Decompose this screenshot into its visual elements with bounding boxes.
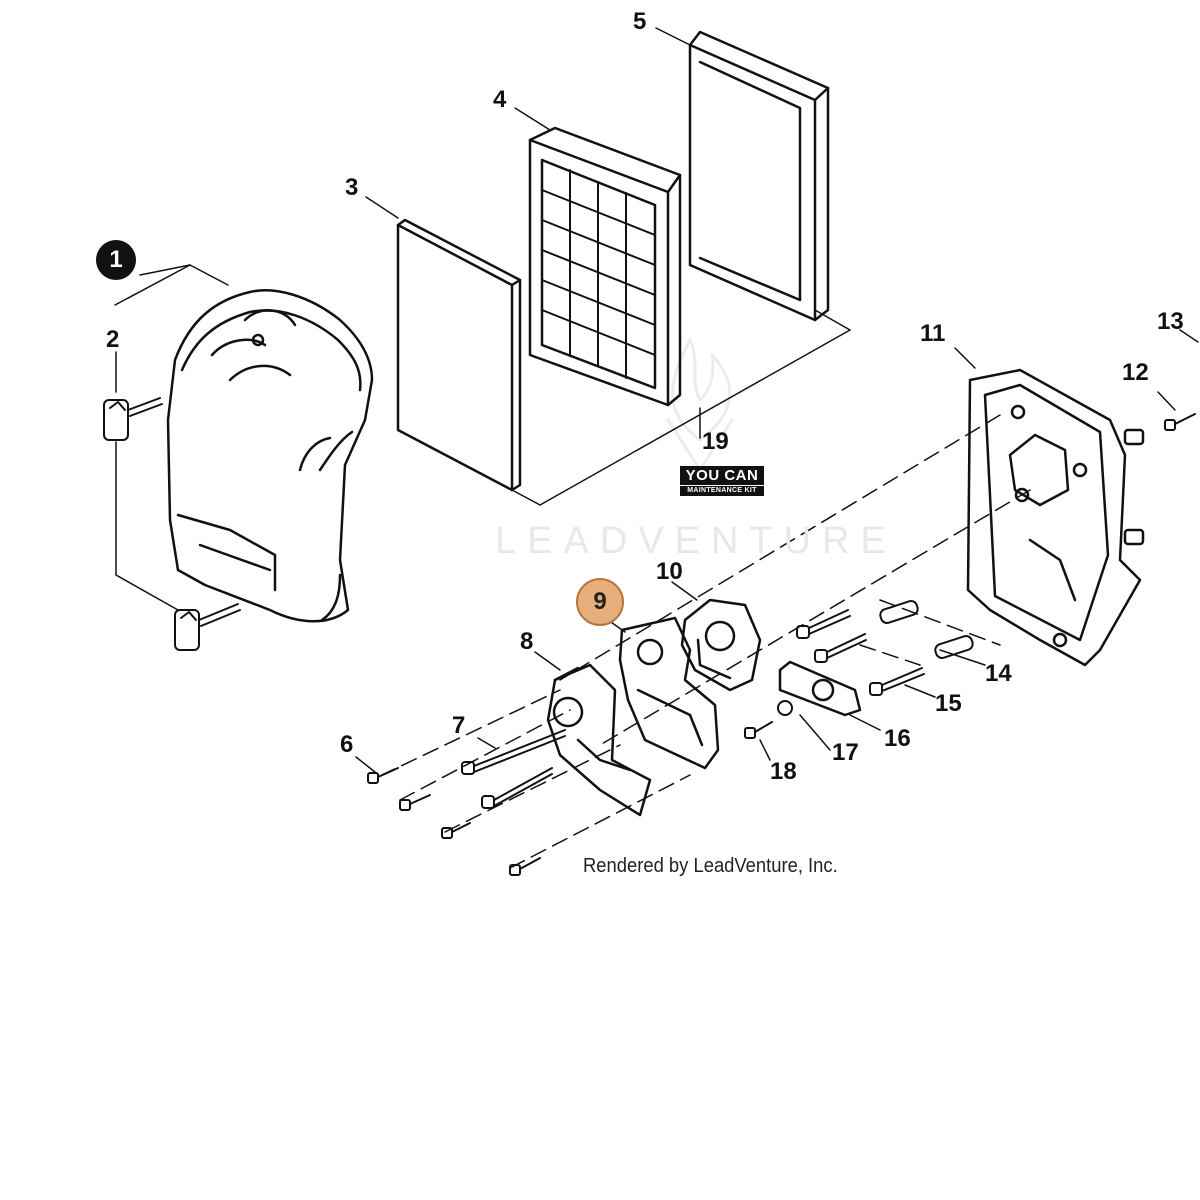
short-screws — [367, 767, 541, 876]
gasket — [618, 616, 720, 770]
callout-15: 15 — [935, 690, 962, 717]
leader-lines — [114, 27, 1199, 773]
callout-9-badge-highlighted: 9 — [576, 578, 624, 626]
callout-9-label: 9 — [593, 588, 607, 615]
seal — [680, 598, 762, 692]
screw-18 — [744, 721, 773, 739]
watermark: LEADVENTURE — [495, 520, 897, 562]
callout-1-label: 1 — [109, 246, 123, 273]
callout-8: 8 — [520, 628, 534, 655]
callout-18: 18 — [770, 758, 797, 785]
intake-housing — [546, 663, 652, 817]
knob-upper — [103, 397, 163, 441]
callout-5: 5 — [633, 8, 647, 35]
callout-6: 6 — [340, 731, 354, 758]
sleeves — [879, 600, 974, 659]
filter-element — [528, 126, 682, 407]
maintenance-kit-logo: YOU CAN MAINTENANCE KIT — [680, 466, 764, 496]
kit-logo-bottom: MAINTENANCE KIT — [680, 486, 764, 496]
long-bolts — [461, 729, 566, 809]
callout-1-badge: 1 — [96, 240, 136, 280]
callout-7: 7 — [452, 712, 466, 739]
callout-4: 4 — [493, 86, 507, 113]
small-screws-right — [1164, 413, 1196, 431]
knob-lower — [174, 603, 241, 651]
callout-11: 11 — [920, 320, 946, 347]
bracket — [778, 660, 862, 717]
kit-logo-top: YOU CAN — [680, 466, 764, 485]
callout-14: 14 — [985, 660, 1012, 687]
filter-frame — [688, 30, 830, 322]
callout-16: 16 — [884, 725, 911, 752]
air-filter-cover — [166, 289, 374, 623]
base-plate — [966, 368, 1145, 667]
washer — [777, 700, 793, 716]
callout-2: 2 — [106, 326, 120, 353]
callout-10: 10 — [656, 558, 683, 585]
callout-3: 3 — [345, 174, 359, 201]
callout-17: 17 — [832, 739, 859, 766]
pre-cleaner-foam — [396, 218, 522, 492]
render-credit: Rendered by LeadVenture, Inc. — [583, 855, 838, 877]
callout-19: 19 — [702, 428, 729, 455]
callout-12: 12 — [1122, 359, 1149, 386]
kit-bracket-lines — [511, 309, 851, 506]
bolts-15 — [796, 609, 925, 696]
assembly-dashed-lines — [379, 414, 1031, 869]
callout-13: 13 — [1157, 308, 1184, 335]
